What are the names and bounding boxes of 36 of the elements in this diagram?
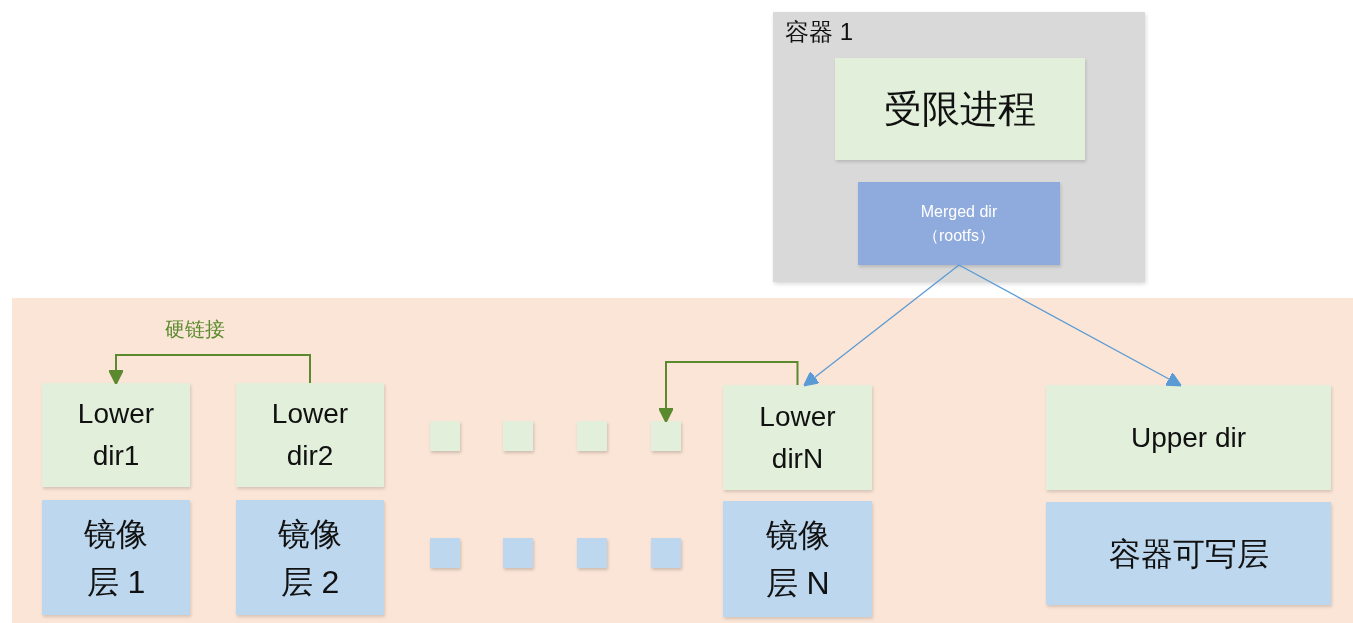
layer-square (651, 538, 681, 568)
layer-box (236, 500, 384, 615)
layer-box (42, 500, 190, 615)
directory-box (236, 383, 384, 487)
layer-square (503, 538, 533, 568)
directory-square (651, 421, 681, 451)
arrow (108, 354, 311, 386)
directory-square (503, 421, 533, 451)
arrow (958, 264, 1182, 387)
box-label: 镜像层 2 (277, 514, 343, 602)
box-label: 受限进程 (884, 86, 1036, 132)
box-label: Lower dir2 (270, 397, 350, 473)
box-label: Lower dir1 (76, 397, 156, 473)
box-label: Lower dirN (758, 399, 837, 476)
directory-box (723, 385, 872, 490)
layer-box (1046, 502, 1331, 605)
box-label: 镜像层 1 (83, 514, 149, 602)
directory-square (577, 421, 607, 451)
arrow (658, 361, 799, 424)
edge-label: 硬链接 (165, 317, 225, 342)
layer-square (430, 538, 460, 568)
layer-square (577, 538, 607, 568)
directory-box (42, 383, 190, 487)
merged-dir-box (858, 182, 1060, 265)
directory-square (430, 421, 460, 451)
layer-band (12, 298, 1353, 623)
process-box (835, 58, 1085, 160)
container-title: 容器 1 (785, 18, 853, 47)
directory-box (1046, 385, 1331, 490)
layer-box (723, 501, 872, 617)
container-box (773, 12, 1145, 282)
box-label: Upper dir (1130, 420, 1247, 455)
arrow (803, 264, 960, 387)
box-label: 镜像层 N (764, 516, 831, 603)
box-label: Merged dir （rootfs） (919, 201, 999, 246)
box-label: 容器可写层 (1108, 534, 1269, 574)
